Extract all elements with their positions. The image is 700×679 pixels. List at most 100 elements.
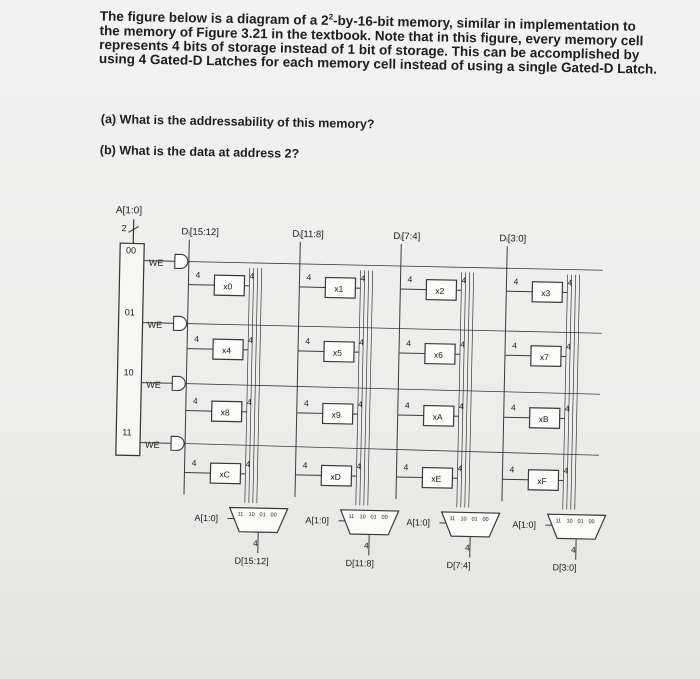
mux-select-label: A[1:0] (512, 519, 536, 529)
mux-output-width: 4 (364, 540, 369, 550)
cell-input-width: 4 (512, 340, 517, 350)
cell-input-width: 4 (509, 464, 514, 474)
and-gate-symbol (171, 375, 186, 391)
output-bus-label: D[3:0] (552, 562, 576, 573)
input-bus-label: Dᵢ[3:0] (499, 233, 526, 245)
mux-select-label: A[1:0] (194, 513, 218, 523)
mux-input-label: 01 (471, 517, 477, 523)
memory-cell-label: xB (539, 414, 549, 424)
decoder-row-label: 11 (122, 427, 132, 437)
decoder-row-label: 10 (123, 367, 133, 377)
output-mux (339, 509, 400, 536)
cell-input-line (188, 284, 215, 286)
we-label: WE (149, 258, 164, 268)
cell-output-width: 4 (457, 463, 462, 473)
mux-output-width: 4 (571, 545, 576, 555)
we-label: WE (145, 440, 160, 450)
input-bus-label: Dᵢ[11:8] (292, 229, 324, 241)
mux-select-label: A[1:0] (406, 517, 430, 527)
cell-output-width: 4 (359, 337, 364, 347)
input-bus-line (183, 239, 190, 495)
mux-output-width: 4 (465, 542, 470, 552)
memory-cell-label: x5 (333, 348, 342, 358)
mux-input-label: 01 (260, 512, 266, 518)
address-label: A[1:0] (116, 205, 143, 217)
cell-input-line (400, 288, 427, 291)
read-bus-line (248, 267, 255, 503)
read-bus-line (363, 270, 370, 506)
output-mux (228, 506, 289, 534)
word-line (184, 443, 599, 456)
decoder-row-label: 01 (125, 307, 135, 317)
and-gate-symbol (170, 435, 185, 451)
word-line (185, 383, 601, 395)
memory-cell-label: x4 (222, 345, 231, 355)
cell-input-width: 4 (511, 402, 516, 412)
and-gate-symbol (174, 253, 189, 269)
read-bus-line (460, 272, 467, 508)
cell-output-width: 4 (563, 465, 568, 475)
mux-input-label: 00 (381, 515, 387, 521)
mux-input-label: 00 (588, 519, 594, 525)
cell-output-width: 4 (247, 397, 252, 407)
output-bus-label: D[7:4] (446, 560, 470, 571)
cell-input-line (295, 474, 322, 476)
read-bus-line (244, 267, 251, 503)
cell-input-width: 4 (513, 276, 518, 286)
decoder-row-label: 00 (126, 245, 136, 255)
cell-input-width: 4 (305, 336, 310, 346)
output-bus-label: D[15:12] (235, 556, 269, 567)
memory-cell-label: x1 (334, 284, 343, 294)
mux-select-label: A[1:0] (305, 515, 329, 525)
memory-cell-label: x2 (435, 286, 444, 296)
read-bus-line (566, 274, 573, 510)
read-bus-line (367, 270, 374, 506)
memory-cell-label: x9 (332, 410, 341, 420)
mux-input-label: 11 (348, 514, 354, 520)
cell-input-width: 4 (193, 396, 198, 406)
read-bus-line (570, 274, 577, 510)
memory-cell-label: xD (330, 472, 341, 482)
we-input-line (143, 260, 175, 262)
cell-input-line (184, 472, 211, 474)
address-width: 2 (121, 223, 126, 233)
and-gate-symbol (172, 315, 188, 331)
cell-output-width: 4 (248, 335, 253, 345)
read-bus-line (574, 274, 581, 510)
cell-output-width: 4 (459, 401, 464, 411)
cell-output-width: 4 (249, 271, 254, 281)
mux-input-label: 00 (271, 512, 277, 518)
memory-cell-label: xF (537, 476, 547, 486)
cell-input-line (187, 348, 214, 350)
read-bus-line (359, 270, 366, 506)
cell-input-width: 4 (192, 458, 197, 468)
input-bus-line (395, 244, 402, 499)
mux-layer: A[1:0] 11 10 01 00 4D[15:12] A[1:0] 11 10 01 00 4D[… (194, 506, 607, 573)
read-bus-line (256, 268, 263, 504)
cell-input-line (398, 352, 425, 355)
cell-input-width: 4 (407, 274, 412, 284)
memory-cell-label: xE (431, 474, 441, 484)
cell-output-width: 4 (357, 461, 362, 471)
word-line (186, 323, 602, 334)
cell-input-line (185, 410, 212, 412)
memory-cell-label: x8 (221, 407, 230, 417)
memory-cell-label: x0 (223, 281, 232, 291)
mux-input-label: 10 (460, 516, 466, 522)
cell-output-width: 4 (565, 404, 570, 414)
we-input-line (141, 382, 173, 384)
cell-input-line (503, 416, 530, 419)
we-label: WE (147, 320, 162, 330)
output-mux (546, 513, 607, 540)
cell-input-width: 4 (306, 272, 311, 282)
mux-input-label: 11 (555, 518, 561, 524)
mux-input-label: 10 (249, 512, 255, 518)
mux-input-label: 11 (238, 512, 244, 518)
cell-input-line (296, 412, 323, 414)
word-line (187, 261, 603, 271)
cell-input-width: 4 (304, 398, 309, 408)
